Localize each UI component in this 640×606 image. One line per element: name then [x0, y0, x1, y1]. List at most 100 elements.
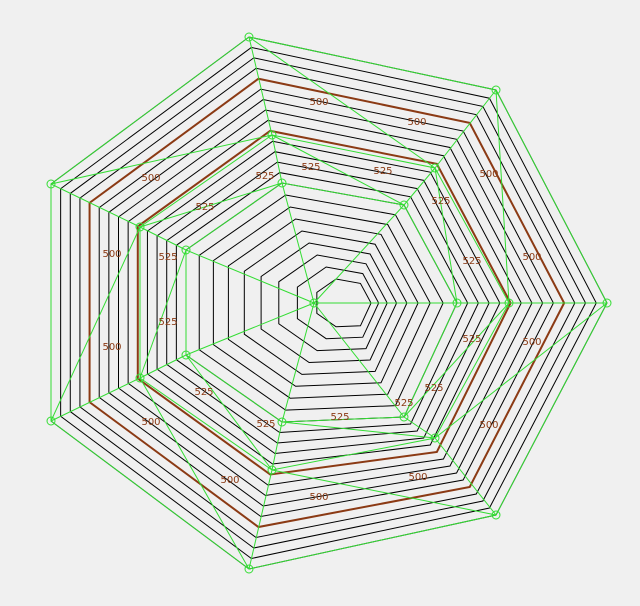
contour-value-label: 500	[102, 342, 121, 353]
mesh-node	[135, 373, 145, 383]
contour-line	[108, 99, 544, 507]
mesh-edge	[248, 36, 273, 136]
mesh-node	[504, 298, 514, 308]
mesh-nodes	[46, 32, 612, 574]
mesh-edge	[50, 183, 141, 228]
mesh-edge	[403, 167, 436, 206]
mesh-node	[244, 564, 254, 574]
mesh-edge	[403, 302, 510, 418]
mesh-edge	[185, 249, 315, 304]
mesh-edge	[495, 89, 510, 304]
mesh-edge	[434, 89, 497, 169]
mesh-edge	[139, 226, 187, 251]
mesh-edge	[185, 302, 315, 356]
mesh-node	[267, 130, 277, 140]
mesh-edge	[248, 36, 436, 169]
contour-line	[156, 151, 490, 455]
mesh-node	[267, 465, 277, 475]
contour-value-label: 525	[255, 171, 274, 182]
contour-value-label: 525	[424, 383, 443, 394]
mesh-edge	[313, 302, 405, 418]
mesh-node	[491, 510, 501, 520]
mesh-edge	[281, 421, 436, 439]
mesh-node	[46, 416, 56, 426]
contour-line	[60, 46, 597, 560]
major-contour-line	[88, 77, 566, 529]
mesh-node	[399, 200, 409, 210]
mesh-node	[430, 433, 440, 443]
mesh-edge	[281, 182, 315, 304]
mesh-edge	[271, 134, 283, 184]
mesh-edge	[50, 226, 141, 422]
contour-line	[98, 88, 554, 518]
mesh-node	[181, 245, 191, 255]
contour-value-label: 525	[462, 256, 481, 267]
contour-value-label: 500	[479, 169, 498, 180]
contour-value-label: 500	[102, 249, 121, 260]
mesh-edge	[139, 377, 250, 570]
contour-value-label: 525	[394, 398, 413, 409]
mesh-node	[602, 298, 612, 308]
mesh-edge	[403, 416, 436, 439]
contour-line	[127, 119, 522, 486]
mesh-node	[309, 298, 319, 308]
contour-value-label: 525	[431, 196, 450, 207]
contour-value-label: 525	[373, 166, 392, 177]
mesh-edge	[281, 302, 315, 423]
mesh-edge	[271, 134, 405, 206]
mesh-node	[46, 179, 56, 189]
contour-line	[278, 254, 388, 352]
mesh-node	[135, 222, 145, 232]
contour-value-label: 500	[141, 417, 160, 428]
contour-value-label: 500	[309, 97, 328, 108]
mesh-ring	[139, 134, 510, 471]
mesh-lines	[50, 36, 608, 570]
mesh-edge	[313, 204, 405, 304]
mesh-edge	[271, 469, 497, 516]
mesh-ring	[50, 36, 608, 570]
contour-value-label: 525	[330, 412, 349, 423]
contour-line	[198, 194, 444, 411]
contour-line	[79, 67, 576, 539]
contour-value-label: 525	[256, 419, 275, 430]
contour-value-label: 525	[194, 387, 213, 398]
contour-value-label: 525	[301, 162, 320, 173]
mesh-node	[491, 85, 501, 95]
mesh-node	[277, 417, 287, 427]
contour-line	[212, 206, 431, 399]
mesh-edge	[434, 167, 458, 304]
contour-value-label: 525	[158, 252, 177, 263]
contour-labels: 5005005005005005005005005005005005005005…	[102, 97, 541, 503]
contour-value-label: 500	[220, 475, 239, 486]
contour-value-label: 500	[408, 472, 427, 483]
mesh-edge	[434, 302, 608, 439]
contour-value-label: 500	[479, 420, 498, 431]
contour-value-label: 525	[195, 202, 214, 213]
mesh-node	[399, 412, 409, 422]
mesh-edge	[139, 354, 187, 379]
mesh-edge	[271, 421, 283, 471]
mesh-edge	[139, 182, 283, 228]
mesh-edge	[185, 354, 273, 471]
mesh-node	[244, 32, 254, 42]
contour-line	[227, 218, 419, 387]
contour-value-label: 500	[309, 492, 328, 503]
contour-line	[118, 109, 533, 497]
contour-line	[243, 230, 408, 375]
contour-line	[146, 140, 501, 465]
major-contour-line	[136, 129, 512, 476]
mesh-ring	[185, 182, 458, 423]
mesh-edge	[434, 437, 497, 516]
mesh-node	[430, 163, 440, 173]
contour-line	[69, 57, 587, 549]
contour-line	[296, 266, 380, 340]
contour-line	[175, 172, 469, 434]
contour-value-label: 500	[522, 252, 541, 263]
mesh-node	[277, 178, 287, 188]
mesh-edge	[50, 377, 141, 422]
contour-value-label: 500	[522, 337, 541, 348]
mesh-node	[452, 298, 462, 308]
contour-value-label: 525	[462, 334, 481, 345]
mesh-edge	[139, 249, 187, 379]
